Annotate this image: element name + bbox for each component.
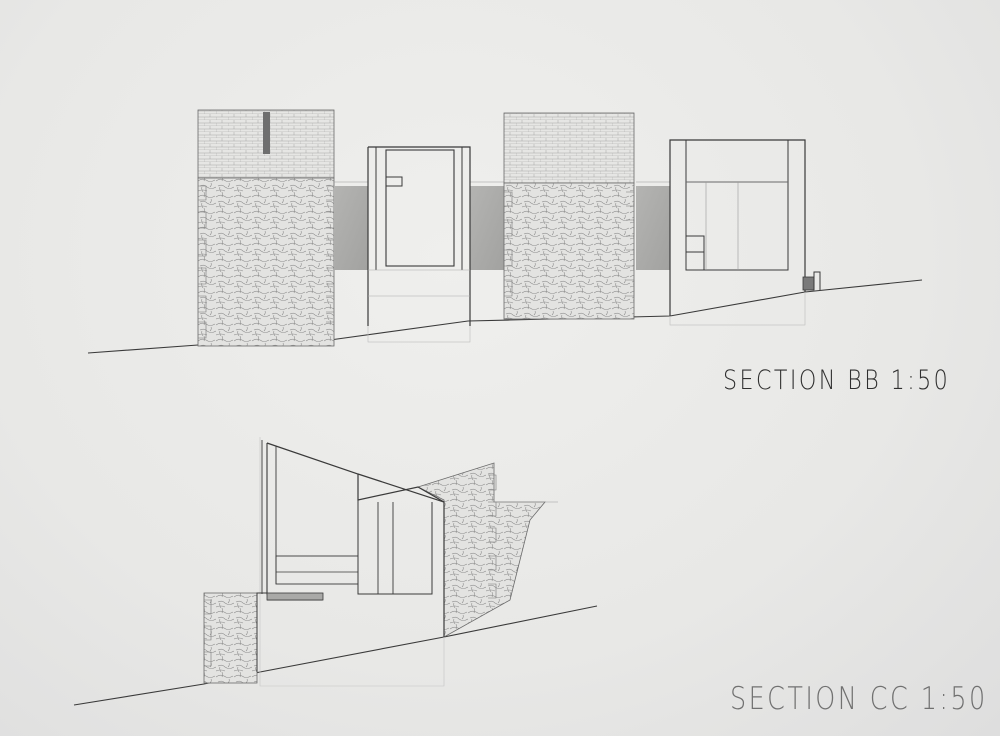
cc-floor-slab <box>266 592 324 601</box>
section-bb <box>87 109 923 354</box>
bb-glazing-1 <box>334 186 368 270</box>
bb-pavilion-2 <box>669 139 821 326</box>
bb-slot-opening <box>263 112 270 154</box>
section-cc <box>73 437 598 706</box>
section-cc-title: SECTION CC 1:50 <box>730 681 988 717</box>
bb-pavilion-1 <box>367 146 471 343</box>
cc-ground-line <box>73 605 598 706</box>
bb-left-stone-tower <box>197 109 335 347</box>
bb-glazing-3 <box>636 186 670 270</box>
cc-right-stone-wall <box>416 462 546 638</box>
bb-glazing-2 <box>470 186 504 270</box>
cc-pavilion <box>256 437 445 687</box>
section-bb-title: SECTION BB 1:50 <box>723 365 951 396</box>
bb-middle-stone-tower <box>503 112 635 320</box>
cc-left-stone-wall <box>203 592 258 684</box>
bb-dark-block <box>802 276 815 291</box>
